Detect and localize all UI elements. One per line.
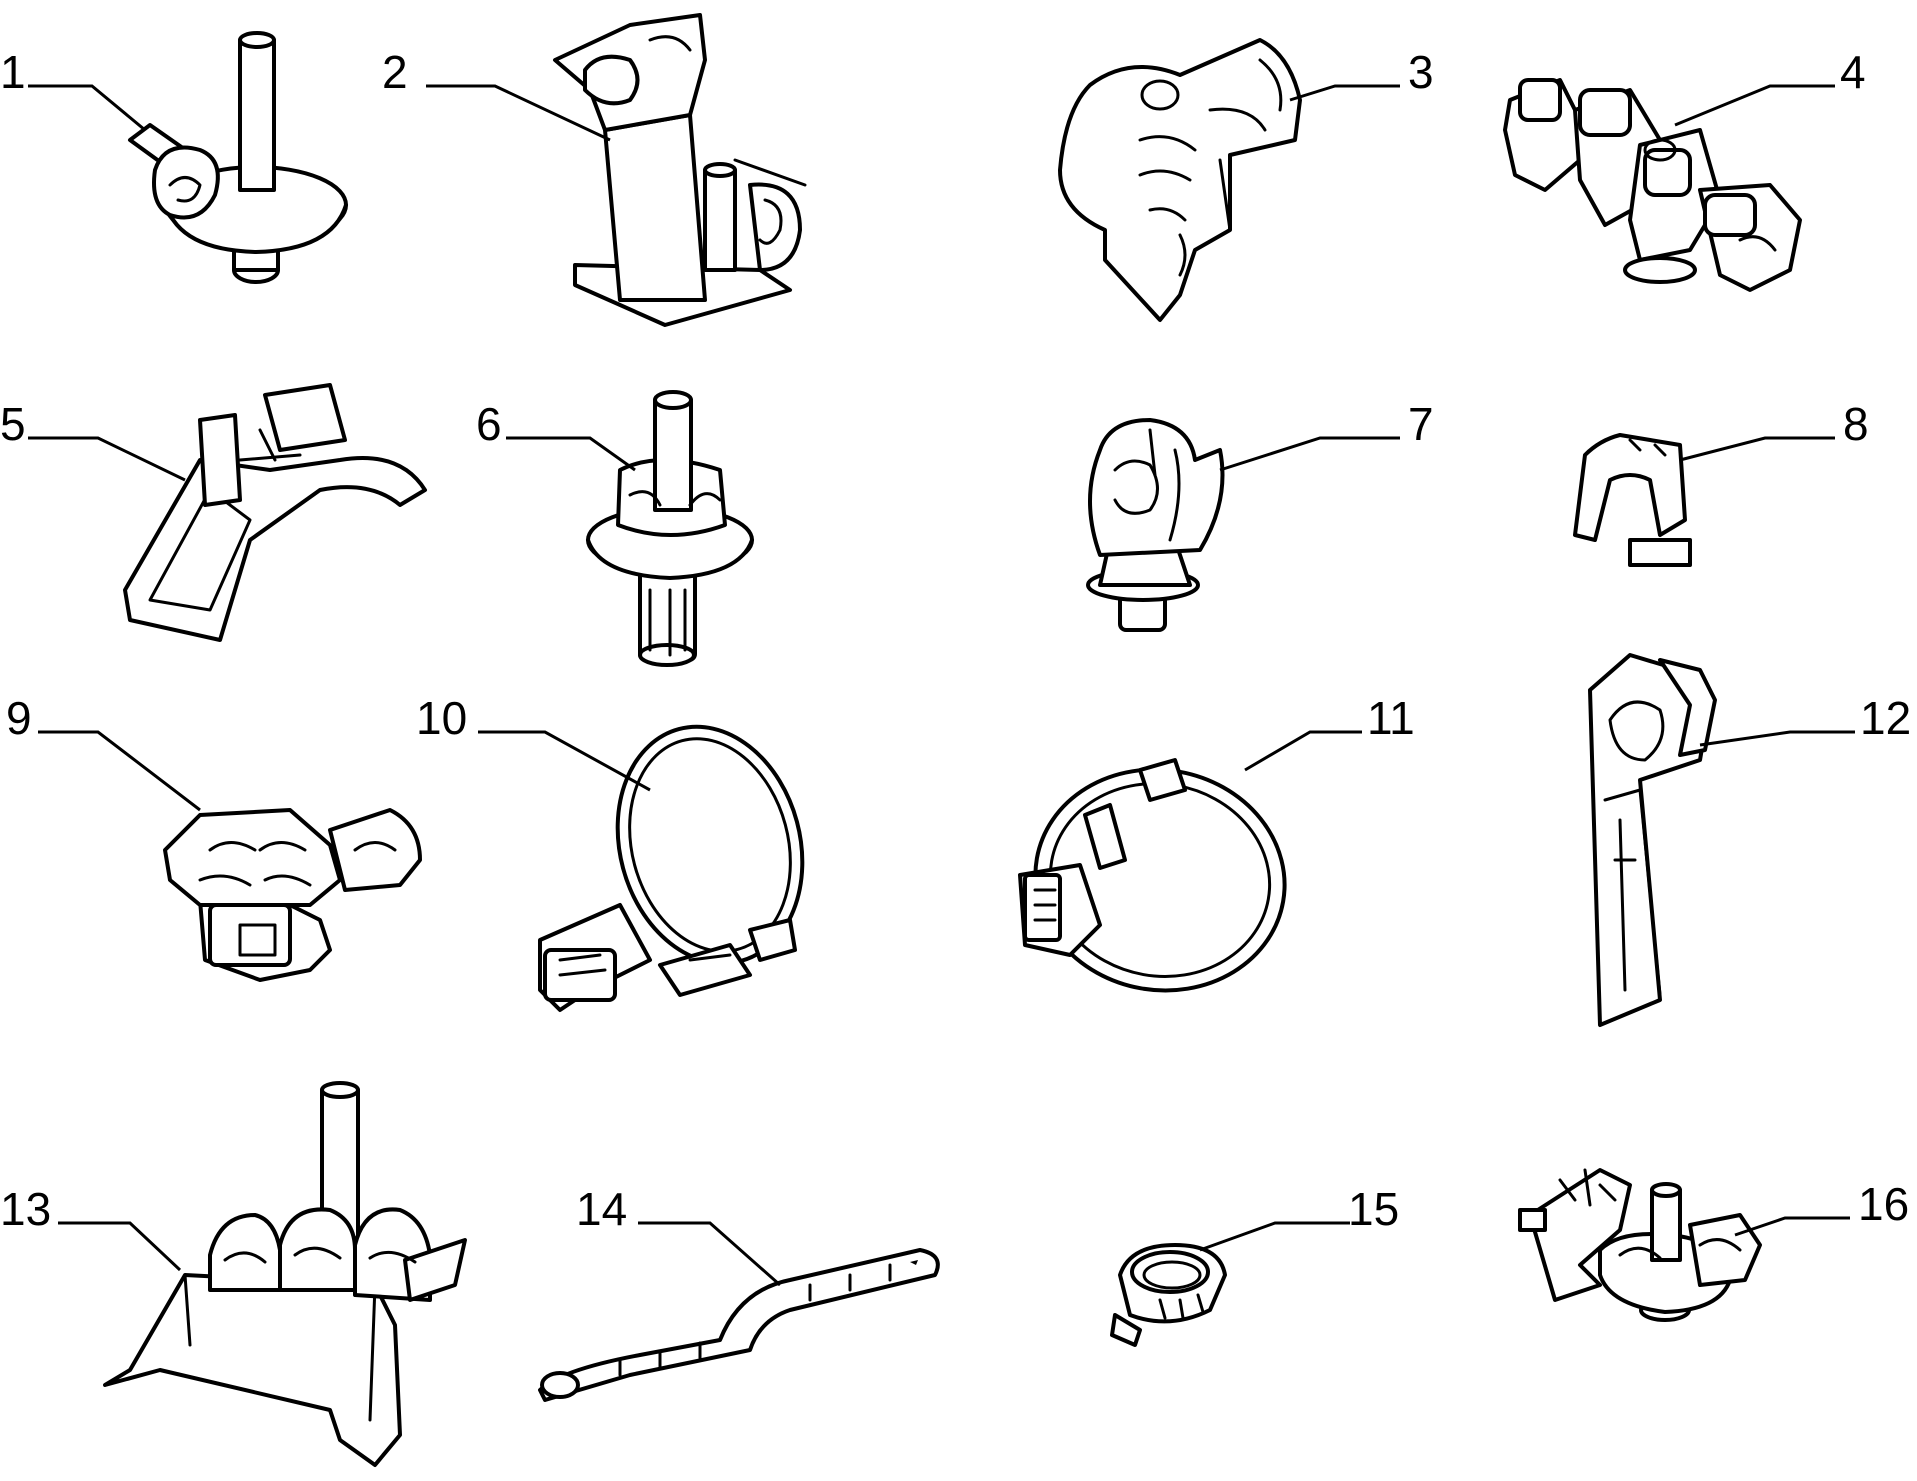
part-5 [123,383,427,642]
part-9 [163,808,422,982]
part-2 [553,13,807,327]
leader-9 [38,730,201,812]
callout-12: 12 [1860,692,1911,744]
part-11 [1018,758,1287,993]
leader-7 [1219,436,1400,472]
callout-4: 4 [1840,46,1866,98]
callout-7: 7 [1408,398,1434,450]
leader-14 [638,1221,781,1287]
callout-16: 16 [1858,1178,1909,1230]
part-16 [1518,1168,1762,1322]
leader-13 [58,1221,182,1272]
callout-14: 14 [576,1183,627,1235]
part-14 [538,1248,940,1402]
part-4 [1503,78,1802,292]
part-15 [1110,1243,1227,1347]
leader-1 [28,84,146,132]
callout-13: 13 [0,1183,51,1235]
part-7 [1086,418,1225,632]
callout-3: 3 [1408,46,1434,98]
leader-16 [1734,1216,1850,1237]
callout-15: 15 [1348,1183,1399,1235]
part-3 [1058,38,1302,322]
leader-4 [1674,84,1835,127]
leader-8 [1679,436,1835,462]
part-8 [1573,433,1692,567]
leader-3 [1289,84,1400,102]
part-13 [103,1081,467,1467]
callout-1: 1 [0,46,26,98]
callout-9: 9 [6,692,32,744]
callout-2: 2 [382,46,408,98]
leader-12 [1699,730,1855,747]
leader-15 [1199,1221,1350,1252]
leader-5 [28,436,186,482]
callout-6: 6 [476,398,502,450]
leader-10 [478,730,651,792]
part-12 [1588,653,1717,1027]
leader-2 [426,84,611,142]
part-10 [538,724,805,1012]
callout-8: 8 [1843,398,1869,450]
part-1 [128,31,348,284]
callout-11: 11 [1367,692,1415,744]
leader-6 [506,436,636,472]
callout-5: 5 [0,398,26,450]
leader-11 [1244,730,1362,772]
callout-10: 10 [416,692,467,744]
part-6 [586,390,754,667]
